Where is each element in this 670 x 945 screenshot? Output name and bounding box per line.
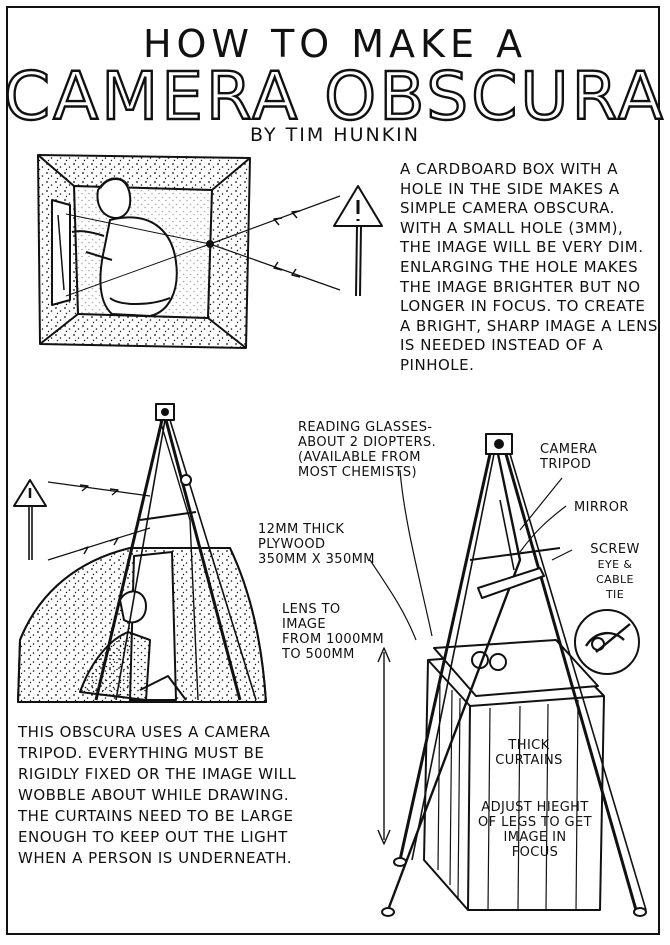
reading-glasses-label: READING GLASSES- ABOUT 2 DIOPTERS. (AVAI… [298, 420, 436, 480]
reading-glasses-line-1: READING GLASSES- [298, 420, 433, 435]
screw-line-3: CABLE [596, 573, 634, 586]
screw-line-1: SCREW [590, 542, 640, 557]
curtains-line-2: CURTAINS [495, 753, 563, 768]
plywood-label: 12mm THICK PLYWOOD 350mm x 350mm [258, 522, 375, 567]
page-border [6, 6, 660, 935]
mirror-line-1: MIRROR [574, 500, 629, 515]
tripod-paragraph: THIS OBSCURA USES A CAMERA TRIPOD. EVERY… [18, 723, 297, 867]
camera-tripod-line-1: CAMERA [540, 442, 598, 457]
title-line-2: CAMERA OBSCURA [3, 58, 666, 135]
plywood-line-3: 350mm x 350mm [258, 552, 375, 567]
lens-distance-line-2: IMAGE [282, 617, 327, 632]
plywood-line-2: PLYWOOD [258, 537, 326, 552]
lens-distance-line-3: FROM 1000mm [282, 632, 385, 647]
intro-paragraph: A CARDBOARD BOX WITH A HOLE IN THE SIDE … [400, 160, 658, 374]
lens-distance-label: LENS TO IMAGE FROM 1000mm TO 500mm [282, 602, 384, 662]
camera-tripod-label: CAMERA TRIPOD [540, 442, 597, 472]
adjust-legs-label: ADJUST HIEGHT OF LEGS TO GET IMAGE IN FO… [470, 800, 600, 860]
screw-line-2: EYE & [597, 558, 633, 571]
curtains-label: THICK CURTAINS [494, 738, 564, 768]
title-line-1: HOW TO MAKE A [142, 22, 528, 66]
reading-glasses-line-2: ABOUT 2 DIOPTERS. [298, 435, 437, 450]
reading-glasses-line-4: MOST CHEMISTS) [298, 465, 418, 480]
lens-distance-line-1: LENS TO [282, 602, 341, 617]
adjust-line-1: ADJUST HIEGHT [481, 800, 589, 815]
tripod-curtain-illustration [369, 433, 647, 917]
mirror-label: MIRROR [574, 500, 629, 515]
screw-eye-label: SCREW EYE & CABLE TIE [580, 542, 650, 602]
pinhole-box-illustration [37, 154, 383, 349]
tripod-tent-illustration [13, 403, 267, 703]
lens-distance-line-4: TO 500mm [282, 647, 355, 662]
camera-tripod-line-2: TRIPOD [540, 457, 592, 472]
reading-glasses-line-3: (AVAILABLE FROM [298, 450, 421, 465]
plywood-line-1: 12mm THICK [258, 522, 345, 537]
adjust-line-2: OF LEGS TO GET [478, 815, 592, 830]
adjust-line-4: FOCUS [511, 845, 559, 860]
byline: BY TIM HUNKIN [250, 124, 420, 146]
screw-line-4: TIE [605, 588, 625, 601]
curtains-line-1: THICK [508, 738, 550, 753]
adjust-line-3: IMAGE IN [503, 830, 567, 845]
